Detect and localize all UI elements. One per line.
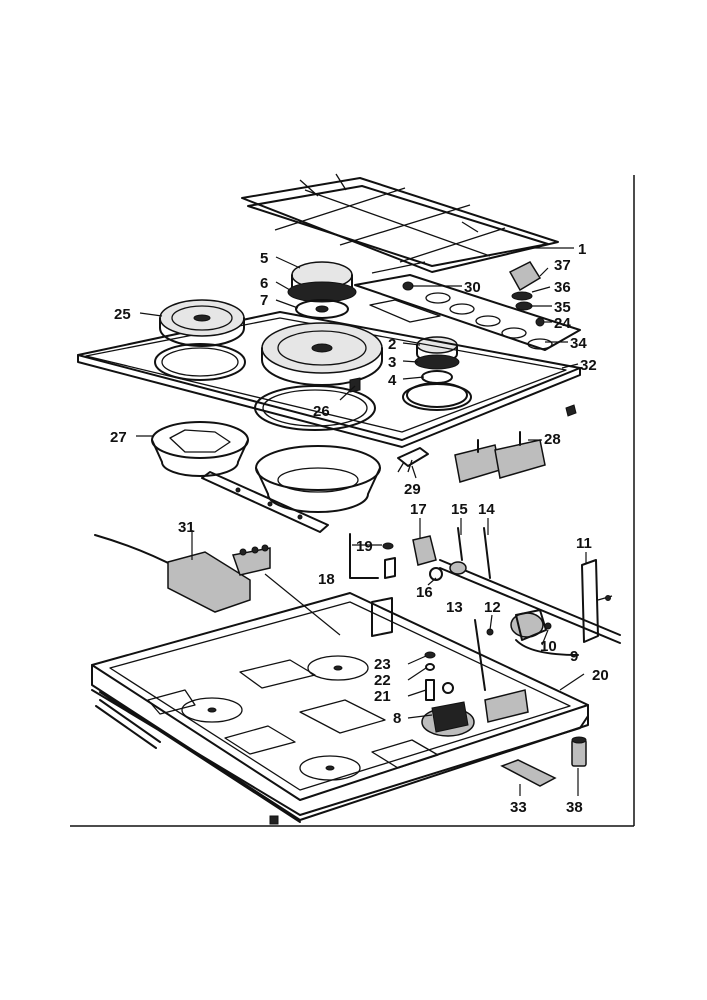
label-part-32: 32 xyxy=(580,357,597,374)
label-part-33: 33 xyxy=(510,799,527,816)
label-part-19: 19 xyxy=(356,538,373,555)
label-part-27: 27 xyxy=(110,429,127,446)
small-hotplate xyxy=(159,299,245,347)
label-part-12: 12 xyxy=(484,599,501,616)
label-part-21: 21 xyxy=(374,688,391,705)
part-number-labels: 1 2 3 4 5 6 7 8 9 10 11 12 13 14 15 16 1… xyxy=(110,241,609,816)
label-part-34: 34 xyxy=(570,335,587,352)
label-part-9: 9 xyxy=(570,648,578,665)
wire-clip xyxy=(397,447,429,473)
label-part-15: 15 xyxy=(451,501,468,518)
label-part-24: 24 xyxy=(554,315,571,332)
large-gas-burner xyxy=(287,261,357,319)
bottom-tray xyxy=(91,592,589,825)
small-gas-burner xyxy=(406,336,468,408)
label-part-36: 36 xyxy=(554,279,571,296)
ignition-electrode xyxy=(424,651,436,701)
terminal-block xyxy=(94,534,341,636)
label-part-20: 20 xyxy=(592,667,609,684)
label-part-37: 37 xyxy=(554,257,571,274)
label-part-4: 4 xyxy=(388,372,397,389)
label-part-7: 7 xyxy=(260,292,268,309)
label-part-14: 14 xyxy=(478,501,495,518)
label-part-16: 16 xyxy=(416,584,433,601)
injector-holder xyxy=(349,533,437,579)
label-part-28: 28 xyxy=(544,431,561,448)
burner-base xyxy=(421,682,475,737)
label-part-22: 22 xyxy=(374,672,391,689)
label-part-8: 8 xyxy=(393,710,401,727)
label-part-6: 6 xyxy=(260,275,268,292)
energy-regulators xyxy=(454,431,546,483)
large-hotplate xyxy=(261,322,383,393)
label-part-13: 13 xyxy=(446,599,463,616)
hotplate-pan-left xyxy=(151,421,249,477)
label-part-10: 10 xyxy=(540,638,557,655)
label-part-35: 35 xyxy=(554,299,571,316)
label-part-31: 31 xyxy=(178,519,195,536)
label-part-17: 17 xyxy=(410,501,427,518)
pan-support-grid xyxy=(241,173,559,273)
pan-mounting-strip xyxy=(201,471,329,533)
label-part-26: 26 xyxy=(313,403,330,420)
leader-lines xyxy=(136,247,587,796)
gas-supply-pipe xyxy=(429,527,621,644)
label-part-5: 5 xyxy=(260,250,268,267)
pipe-bracket xyxy=(581,559,613,643)
label-part-1: 1 xyxy=(578,241,586,258)
label-part-2: 2 xyxy=(388,336,396,353)
label-part-18: 18 xyxy=(318,571,335,588)
mounting-clip xyxy=(500,759,557,787)
label-part-11: 11 xyxy=(576,535,592,552)
label-part-29: 29 xyxy=(404,481,421,498)
gas-tap xyxy=(510,609,579,656)
label-part-30: 30 xyxy=(464,279,481,296)
label-part-25: 25 xyxy=(114,306,131,323)
cylindrical-part xyxy=(571,736,587,767)
label-part-3: 3 xyxy=(388,354,396,371)
label-part-23: 23 xyxy=(374,656,391,673)
label-part-38: 38 xyxy=(566,799,583,816)
